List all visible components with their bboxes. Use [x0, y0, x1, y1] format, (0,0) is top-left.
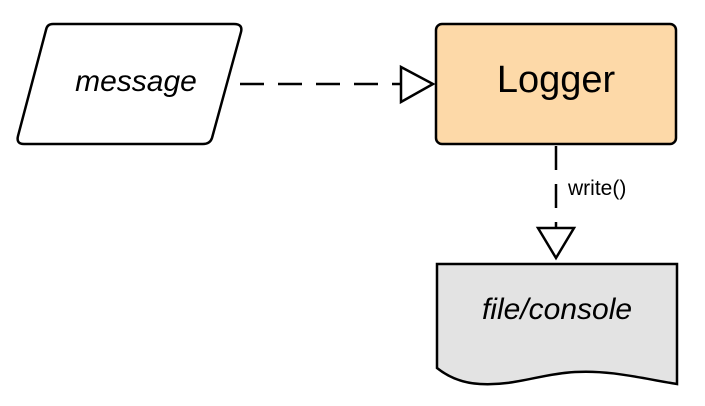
file-console-label: file/console: [482, 293, 632, 326]
file-console-shape: [435, 262, 679, 386]
edge-write-label: write(): [567, 177, 626, 200]
logger-node[interactable]: Logger: [434, 22, 678, 146]
edge-message-to-logger: [240, 64, 436, 105]
message-shape: [16, 22, 243, 146]
logger-shape: [434, 22, 678, 146]
edge-message-to-logger-arrowhead: [399, 64, 436, 105]
file-console-node[interactable]: file/console: [435, 262, 679, 386]
edge-logger-to-file: write(): [535, 146, 626, 261]
message-label: message: [75, 65, 197, 98]
edge-logger-to-file-arrowhead: [535, 226, 577, 261]
message-node[interactable]: message: [16, 22, 243, 146]
logger-label: Logger: [497, 59, 616, 101]
